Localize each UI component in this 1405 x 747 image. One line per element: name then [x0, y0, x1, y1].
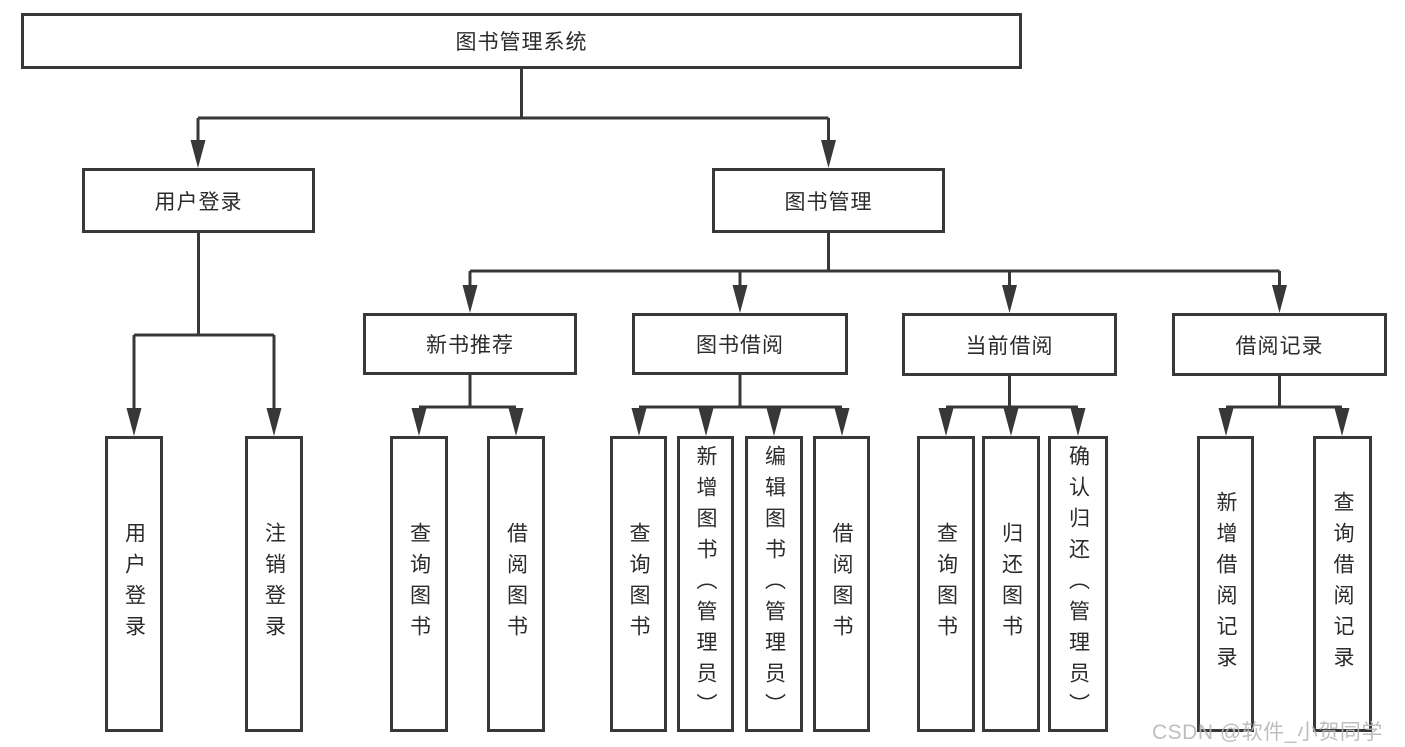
leaf-logout: 注销登录	[245, 436, 303, 732]
leaf-current-query-books-label: 查询图书	[934, 522, 958, 646]
node-borrow-records: 借阅记录	[1172, 313, 1387, 376]
leaf-borrowing-borrow-books: 借阅图书	[813, 436, 870, 732]
leaf-records-add-borrow-record: 新增借阅记录	[1197, 436, 1254, 732]
leaf-records-add-borrow-record-label: 新增借阅记录	[1214, 491, 1237, 677]
leaf-borrowing-add-books-admin-label: 新增图书（管理员）	[694, 444, 717, 724]
leaf-records-query-borrow-record-label: 查询借阅记录	[1331, 491, 1354, 677]
leaf-borrowing-add-books-admin: 新增图书（管理员）	[677, 436, 734, 732]
node-book-management: 图书管理	[712, 168, 945, 233]
node-current-borrowing: 当前借阅	[902, 313, 1117, 376]
leaf-current-return-books: 归还图书	[982, 436, 1040, 732]
node-book-borrowing-label: 图书借阅	[696, 334, 784, 357]
leaf-current-confirm-return-admin: 确认归还（管理员）	[1048, 436, 1108, 732]
leaf-borrowing-query-books-label: 查询图书	[627, 522, 650, 646]
leaf-borrowing-edit-books-admin-label: 编辑图书（管理员）	[762, 444, 786, 724]
node-user-login-label: 用户登录	[154, 190, 243, 214]
node-book-management-label: 图书管理	[784, 190, 873, 214]
leaf-recommend-query-books-label: 查询图书	[407, 522, 431, 646]
leaf-recommend-borrow-books-label: 借阅图书	[504, 522, 528, 646]
leaf-recommend-query-books: 查询图书	[390, 436, 448, 732]
leaf-current-confirm-return-admin-label: 确认归还（管理员）	[1066, 444, 1090, 724]
leaf-borrowing-borrow-books-label: 借阅图书	[830, 522, 853, 646]
leaf-recommend-borrow-books: 借阅图书	[487, 436, 545, 732]
node-root: 图书管理系统	[21, 13, 1022, 69]
node-new-book-recommend-label: 新书推荐	[426, 334, 514, 357]
leaf-borrowing-query-books: 查询图书	[610, 436, 667, 732]
leaf-borrowing-edit-books-admin: 编辑图书（管理员）	[745, 436, 803, 732]
node-root-label: 图书管理系统	[455, 31, 588, 54]
leaf-user-login: 用户登录	[105, 436, 163, 732]
leaf-user-login-label: 用户登录	[122, 522, 146, 646]
node-new-book-recommend: 新书推荐	[363, 313, 577, 375]
csdn-watermark: CSDN @软件_小贺同学	[1152, 721, 1383, 744]
leaf-records-query-borrow-record: 查询借阅记录	[1313, 436, 1372, 732]
node-current-borrowing-label: 当前借阅	[965, 334, 1054, 358]
node-user-login: 用户登录	[82, 168, 315, 233]
leaf-logout-label: 注销登录	[262, 522, 286, 646]
leaf-current-return-books-label: 归还图书	[999, 522, 1023, 646]
node-book-borrowing: 图书借阅	[632, 313, 848, 375]
node-borrow-records-label: 借阅记录	[1235, 334, 1324, 358]
leaf-current-query-books: 查询图书	[917, 436, 975, 732]
